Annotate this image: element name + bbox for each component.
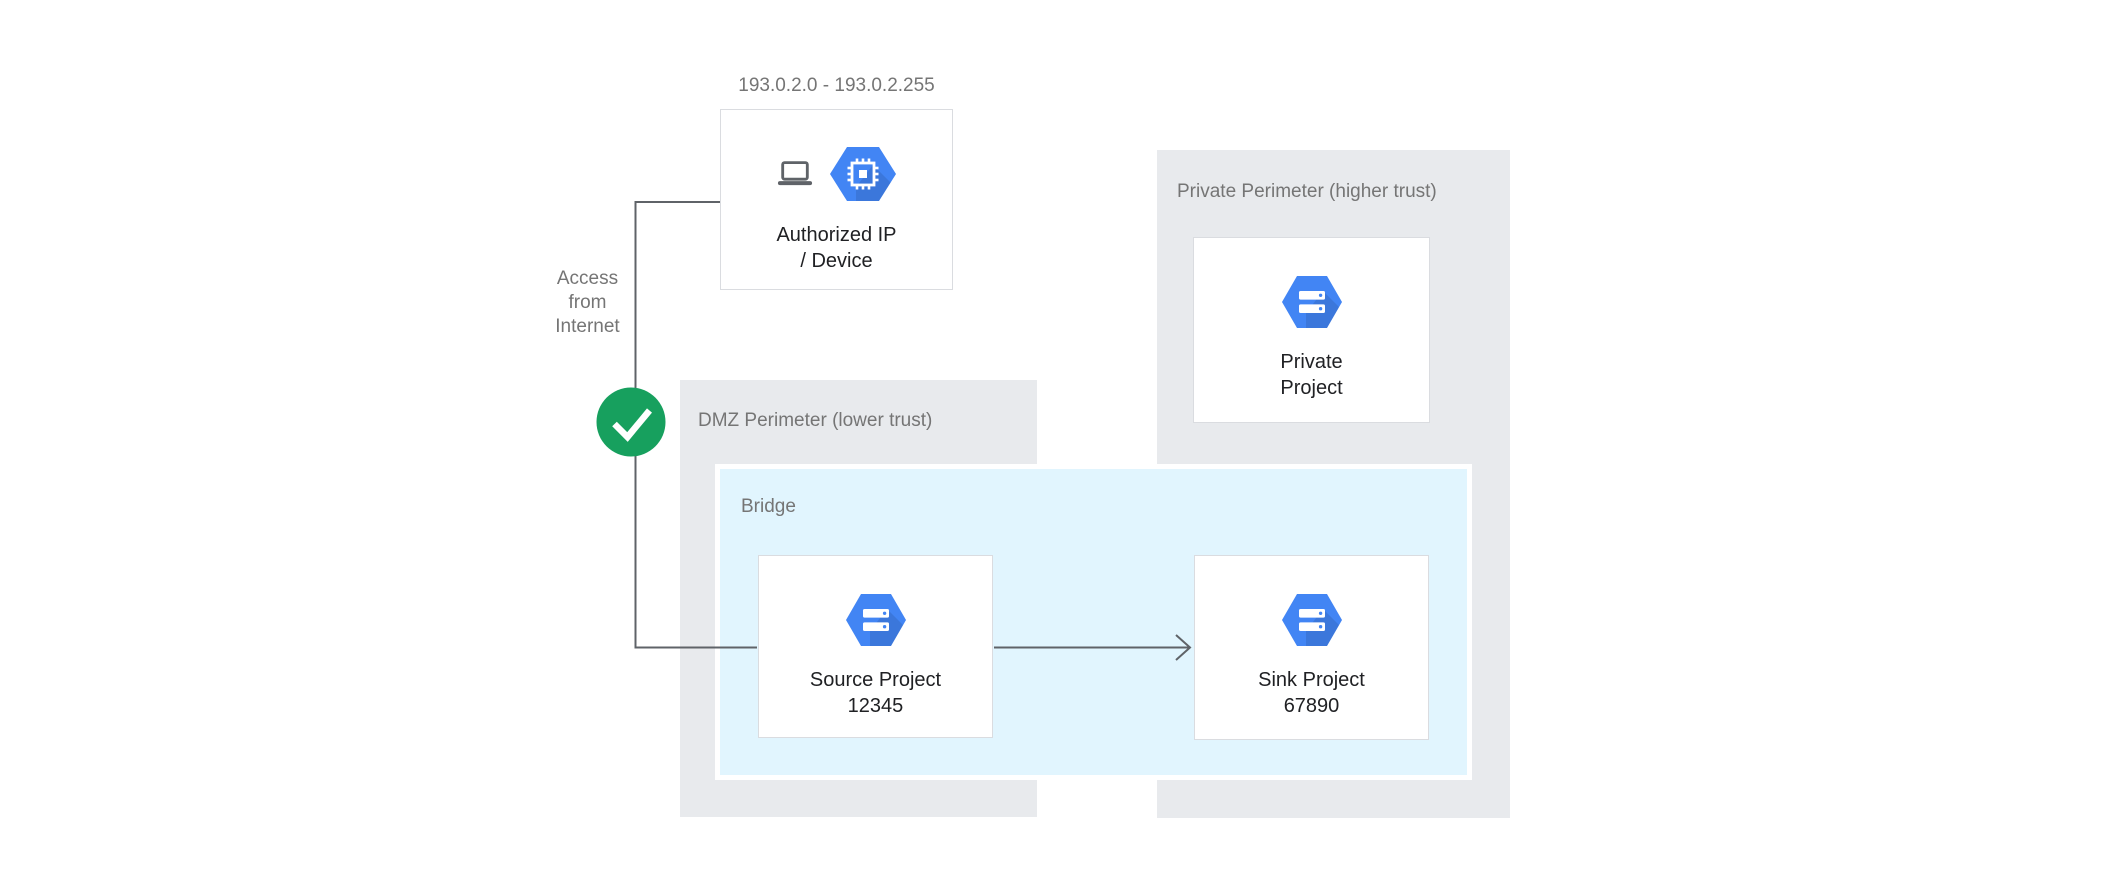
sink-project-label: Sink Project 67890 — [1258, 669, 1365, 717]
sink-project-hexagon-icon — [1282, 594, 1342, 646]
ip-range-label: 193.0.2.0 - 193.0.2.255 — [738, 75, 935, 96]
source-project-node: Source Project 12345 — [758, 555, 993, 738]
source-project-label: Source Project 12345 — [809, 669, 942, 717]
private-perimeter-label: Private Perimeter (higher trust) — [1177, 181, 1437, 202]
authorized-device-node: Authorized IP / Device — [720, 109, 953, 290]
check-icon — [596, 387, 666, 457]
access-from-internet-label: Access from Internet — [555, 268, 620, 337]
sink-project-node: Sink Project 67890 — [1194, 555, 1429, 740]
bridge-label: Bridge — [741, 496, 796, 517]
dmz-perimeter-label: DMZ Perimeter (lower trust) — [698, 410, 933, 431]
private-project-hexagon-icon — [1282, 276, 1342, 328]
laptop-icon — [777, 161, 813, 187]
source-project-hexagon-icon — [846, 594, 906, 646]
private-project-label: Private Project — [1280, 351, 1343, 399]
authorized-device-label: Authorized IP / Device — [776, 224, 897, 272]
compute-engine-icon — [830, 147, 896, 201]
private-project-node: Private Project — [1193, 237, 1430, 423]
authorized-device-icons — [777, 147, 896, 201]
